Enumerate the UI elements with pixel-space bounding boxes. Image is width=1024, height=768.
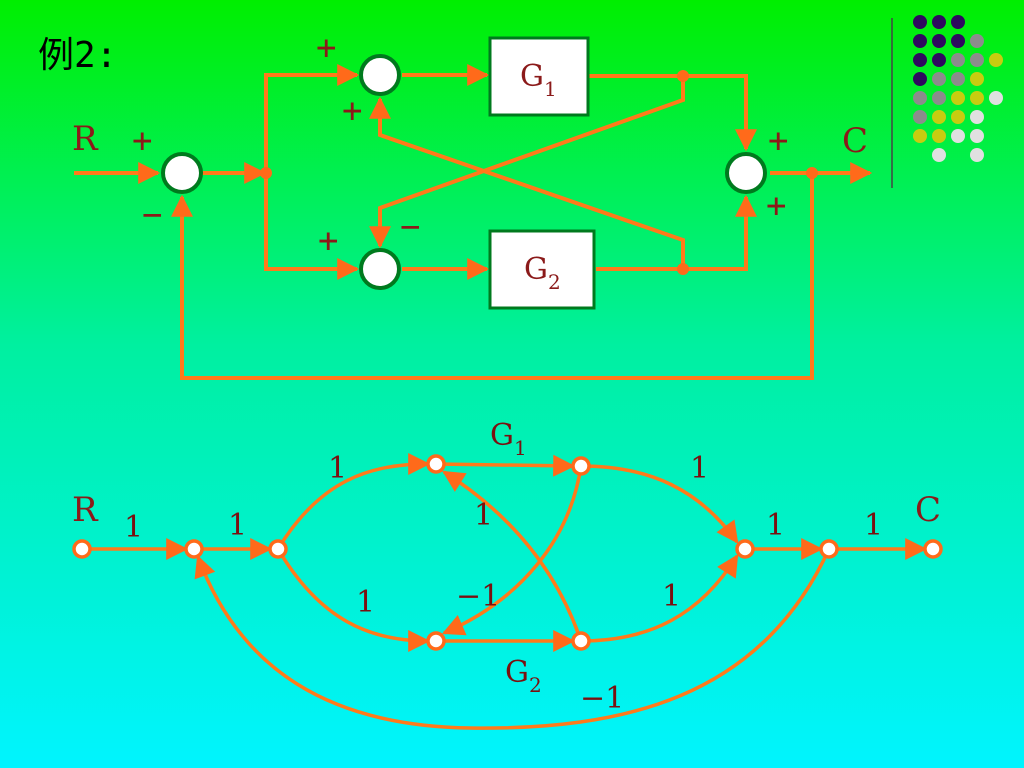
gain-lower-to-sum: 1 xyxy=(662,579,681,614)
sign-main-top: + xyxy=(132,121,152,161)
wire-main-feedback xyxy=(171,173,814,380)
decor-dot xyxy=(913,72,927,86)
decor-dot xyxy=(970,129,984,143)
node-upper-out xyxy=(571,456,591,476)
junction-dot-output xyxy=(806,167,818,179)
branch-upper-to-sum xyxy=(580,464,739,544)
decor-dot xyxy=(932,91,946,105)
decor-dot xyxy=(951,15,965,29)
sum-junction-output xyxy=(725,152,767,194)
decor-dot xyxy=(970,148,984,162)
branch-g1 xyxy=(435,454,576,477)
decor-dot xyxy=(951,72,965,86)
branch-lower-to-sum xyxy=(580,554,739,643)
branch-cross-lower-to-upper xyxy=(442,470,583,642)
decor-dot xyxy=(989,91,1003,105)
gain-n2-upper: 1 xyxy=(328,451,347,486)
decor-dot xyxy=(913,110,927,124)
sfg-output-label: C xyxy=(915,490,941,530)
decor-dot xyxy=(913,129,927,143)
node-lower-out xyxy=(571,631,591,651)
signal-flow-graph: R C 1 1 1 1 G1 G2 1 −1 1 1 1 1 −1 xyxy=(72,418,943,730)
decor-dot xyxy=(913,15,927,29)
node-c xyxy=(923,539,943,559)
slide-title: 例2: xyxy=(38,35,118,76)
wire-g2-to-output-sum xyxy=(596,194,757,271)
sign-output-bottom: + xyxy=(766,186,786,226)
wire-g2-cross-to-upper-sum xyxy=(369,96,685,269)
junction-dot-split xyxy=(260,167,272,179)
decorative-dot-grid xyxy=(891,15,1003,188)
decor-dot xyxy=(932,72,946,86)
gain-feedback: −1 xyxy=(580,681,624,716)
sum-junction-upper xyxy=(359,54,401,96)
block-input-label: R xyxy=(72,119,99,159)
node-2 xyxy=(268,539,288,559)
decor-dot xyxy=(970,34,984,48)
wire-g1-to-output-sum xyxy=(588,74,757,152)
gain-cross-lower-to-upper: 1 xyxy=(474,498,493,533)
decor-dot xyxy=(989,53,1003,67)
decor-dot xyxy=(970,91,984,105)
branch-n2-to-upper xyxy=(276,453,431,550)
decor-dot xyxy=(951,91,965,105)
decor-dot xyxy=(932,129,946,143)
decor-dot xyxy=(951,129,965,143)
sfg-input-label: R xyxy=(72,490,99,530)
gain-sum-n3: 1 xyxy=(766,508,785,543)
decor-dot xyxy=(913,34,927,48)
sign-output-top: + xyxy=(768,121,788,161)
node-r xyxy=(72,539,92,559)
decor-dot xyxy=(951,53,965,67)
block-g1 xyxy=(488,36,590,117)
gain-cross-upper-to-lower: −1 xyxy=(456,579,500,614)
sign-main-bottom: − xyxy=(142,195,162,235)
gain-g2-label: G2 xyxy=(505,655,542,697)
node-upper-in xyxy=(426,454,446,474)
decor-dot xyxy=(932,110,946,124)
node-3 xyxy=(819,539,839,559)
decor-dot xyxy=(932,15,946,29)
sign-upper-bottom: + xyxy=(342,91,362,131)
gain-n3-c: 1 xyxy=(864,508,883,543)
branch-cross-upper-to-lower xyxy=(441,465,583,636)
decor-dot xyxy=(913,91,927,105)
node-1 xyxy=(184,539,204,559)
decor-dot xyxy=(932,53,946,67)
sign-lower-left: + xyxy=(318,221,338,261)
decor-dot xyxy=(970,110,984,124)
decor-dot xyxy=(913,53,927,67)
gain-r-n1: 1 xyxy=(124,510,143,545)
branch-n2-to-lower xyxy=(276,548,431,652)
gain-n1-n2: 1 xyxy=(228,508,247,543)
decor-dot xyxy=(932,34,946,48)
branch-feedback xyxy=(194,548,831,730)
block-output-label: C xyxy=(842,121,868,161)
sign-upper-top: + xyxy=(316,28,336,68)
gain-n2-lower: 1 xyxy=(356,585,375,620)
junction-dot-g1-out xyxy=(677,70,689,82)
node-sum xyxy=(735,539,755,559)
block-diagram: G1 G2 R C + − + + + − + + xyxy=(72,28,873,380)
wire-g1-cross-to-lower-sum xyxy=(369,76,685,249)
decor-dot xyxy=(970,72,984,86)
decor-dot xyxy=(970,53,984,67)
block-g2 xyxy=(488,229,596,310)
junction-dot-g2-out xyxy=(677,263,689,275)
decor-dot xyxy=(951,110,965,124)
node-lower-in xyxy=(426,631,446,651)
gain-upper-to-sum: 1 xyxy=(690,451,709,486)
block-g2-label: G2 xyxy=(524,252,561,294)
decor-dot xyxy=(951,34,965,48)
gain-g1-label: G1 xyxy=(490,418,527,460)
block-g1-label: G1 xyxy=(520,59,557,101)
sum-junction-lower xyxy=(359,248,401,290)
sum-junction-main xyxy=(161,152,203,194)
decor-dot xyxy=(932,148,946,162)
sign-lower-right: − xyxy=(400,207,420,247)
